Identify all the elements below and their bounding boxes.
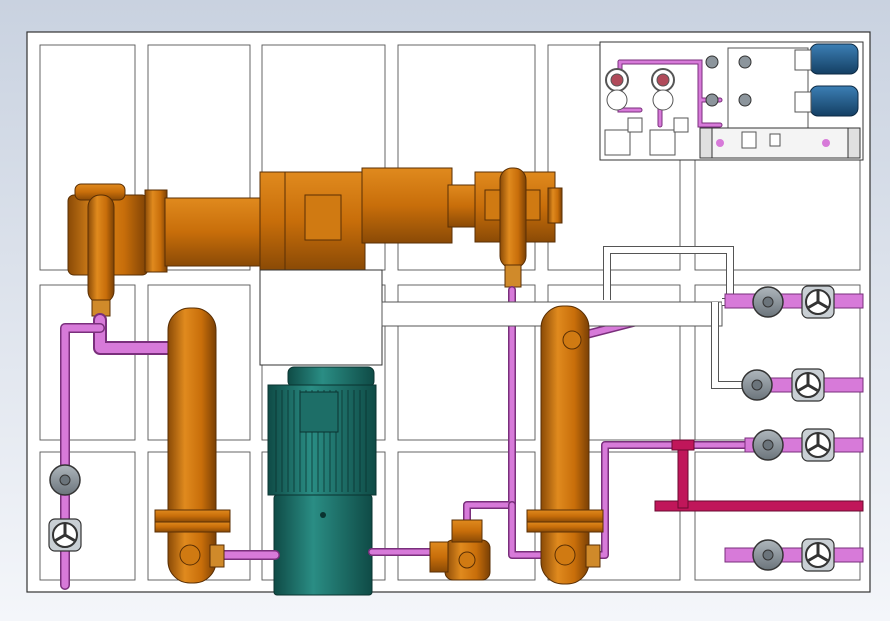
- compressor-frame[interactable]: [67, 167, 563, 317]
- valve-right-5-gate-valve[interactable]: [752, 429, 784, 461]
- valve-layer: [48, 285, 835, 572]
- frame-panel: [39, 451, 136, 581]
- lube-pump[interactable]: [429, 519, 491, 581]
- valve-left-1-gate-valve[interactable]: [49, 464, 81, 496]
- drain-header: [654, 439, 864, 512]
- valve-right-1-gate-valve[interactable]: [752, 286, 784, 318]
- frame-panel: [147, 44, 251, 271]
- valve-right-3-gate-valve[interactable]: [741, 369, 773, 401]
- frame-panel: [397, 44, 536, 271]
- cooler[interactable]: [699, 127, 861, 159]
- valve-left-2-ball-valve[interactable]: [48, 518, 82, 552]
- valve-right-6-ball-valve[interactable]: [801, 428, 835, 462]
- valve-right-8-ball-valve[interactable]: [801, 538, 835, 572]
- frame-panel: [397, 284, 536, 441]
- separator-right[interactable]: [526, 305, 604, 585]
- valve-right-7-gate-valve[interactable]: [752, 539, 784, 571]
- separator-left[interactable]: [154, 307, 231, 584]
- coupling-guard: [259, 269, 383, 366]
- valve-right-4-ball-valve[interactable]: [791, 368, 825, 402]
- valve-right-2-ball-valve[interactable]: [801, 285, 835, 319]
- drive-motor[interactable]: [267, 366, 377, 596]
